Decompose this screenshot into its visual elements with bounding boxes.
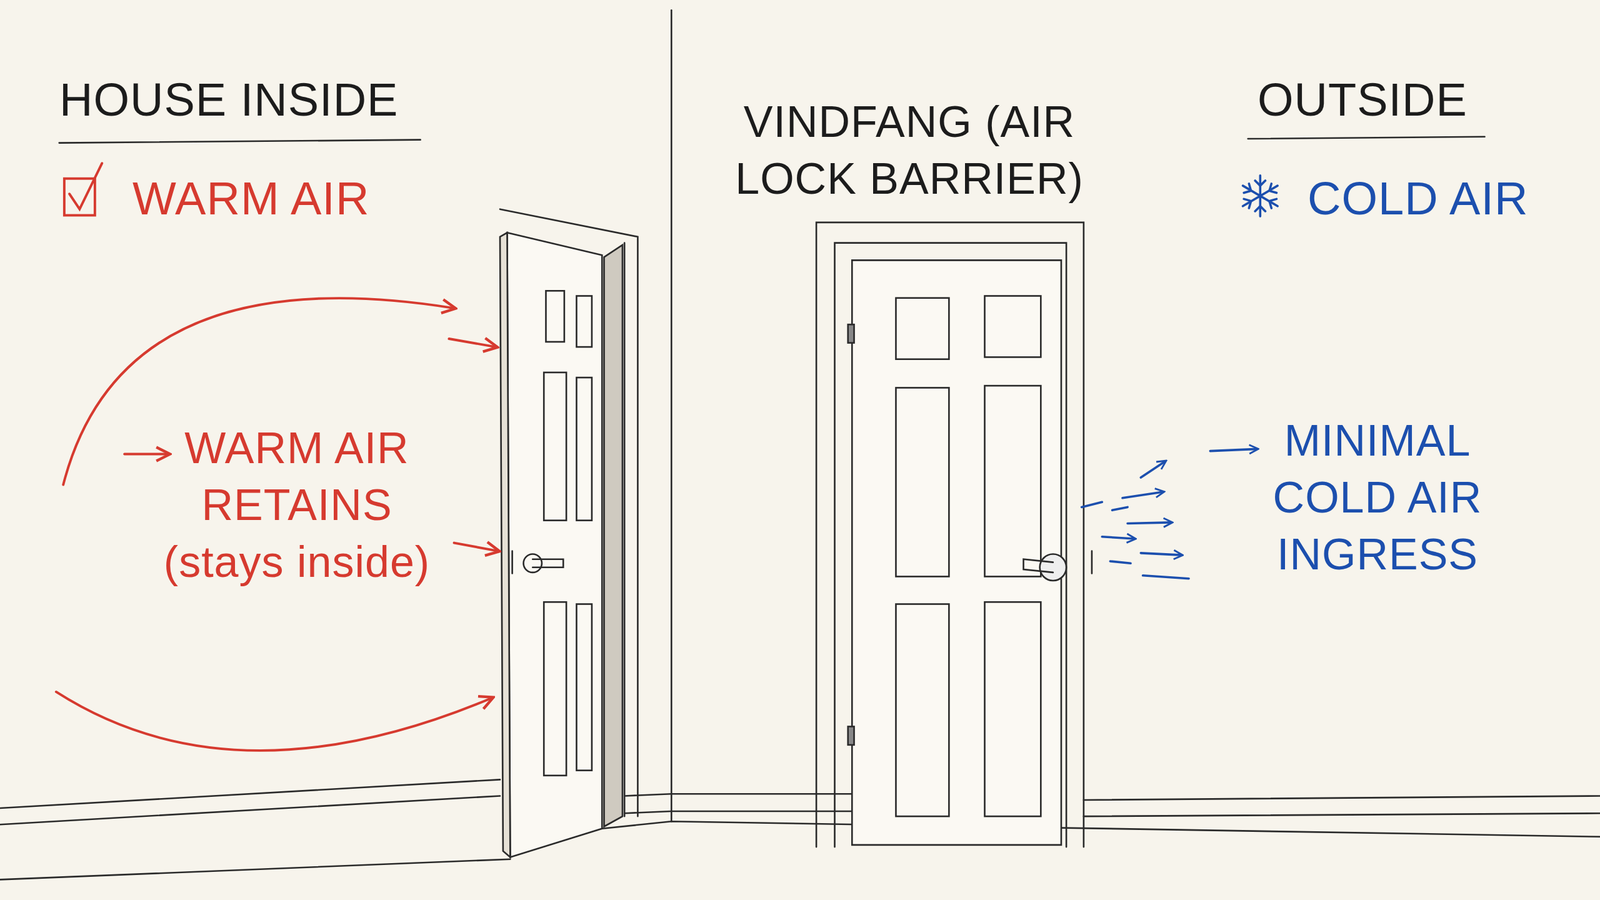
door-handle <box>1040 554 1067 581</box>
door-edge <box>500 232 510 857</box>
underline <box>1248 136 1485 139</box>
warm-air-arrow <box>448 338 496 347</box>
door-handle <box>1023 559 1054 573</box>
door-leaf <box>851 260 1062 845</box>
door-panels <box>543 290 592 776</box>
cold-air-stroke <box>1081 501 1128 510</box>
legend-label: WARM AIR <box>132 168 370 229</box>
column-heading: HOUSE INSIDE <box>59 70 399 130</box>
door-latch <box>1091 551 1094 574</box>
door-handle <box>523 554 542 573</box>
checkmark <box>69 163 102 209</box>
cold-air-stroke <box>1110 561 1189 579</box>
ingress-arrow <box>1210 448 1257 451</box>
underline <box>59 140 421 144</box>
annotation-note: MINIMAL COLD AIR INGRESS <box>1252 412 1503 584</box>
column-heading: OUTSIDE <box>1257 70 1468 130</box>
floor-line <box>0 859 510 880</box>
door-jamb <box>604 245 623 827</box>
door-handle <box>532 559 564 568</box>
cold-air-stroke <box>1140 461 1165 478</box>
warm-air-arrow <box>124 453 169 456</box>
baseboard <box>624 793 852 814</box>
column-heading: VINDFANG (AIR LOCK BARRIER) <box>681 93 1138 208</box>
legend-label: COLD AIR <box>1307 168 1529 229</box>
snowflake-icon <box>1243 175 1279 217</box>
annotation-note: WARM AIR RETAINS (stays inside) <box>150 420 444 591</box>
baseboard <box>1083 795 1600 817</box>
cold-air-stroke <box>1101 536 1135 539</box>
baseboard <box>0 779 500 825</box>
hinge <box>848 324 855 343</box>
door-frame <box>816 222 1084 847</box>
door-leaf <box>506 232 602 857</box>
warm-air-arrow <box>454 543 499 552</box>
wall-corner <box>670 10 673 822</box>
cold-air-stroke <box>1127 522 1172 524</box>
door-latch <box>511 551 514 574</box>
cold-air-stroke <box>1122 491 1164 499</box>
warm-air-arrow <box>56 691 492 751</box>
cold-air-stroke <box>1140 553 1182 555</box>
door-panels <box>895 295 1041 817</box>
door-frame <box>835 243 1067 848</box>
hinge <box>848 726 855 745</box>
floor-line <box>601 821 1600 837</box>
